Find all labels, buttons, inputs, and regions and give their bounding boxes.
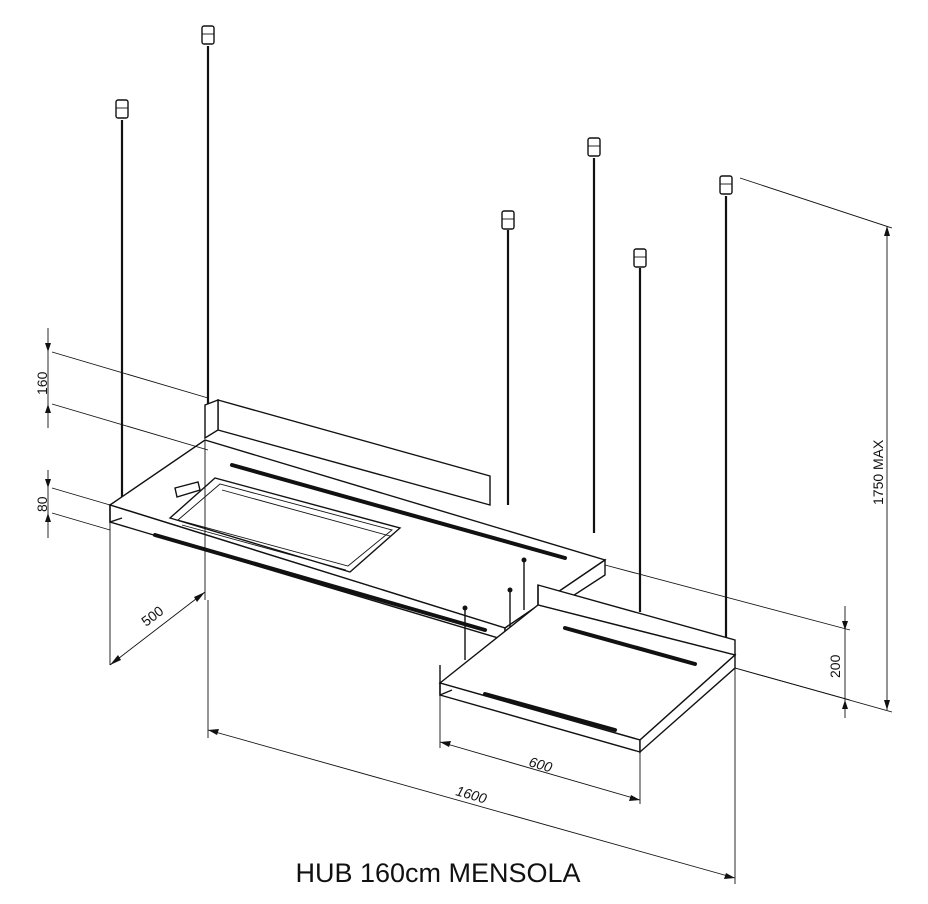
- dim-label-1600: 1600: [454, 783, 489, 807]
- shelf-body: [438, 584, 737, 754]
- dim-label-160: 160: [34, 371, 50, 395]
- dim-label-200: 200: [827, 654, 843, 678]
- dimension-lines: [45, 177, 893, 884]
- dim-label-1750-max: 1750 MAX: [870, 439, 886, 505]
- drawing-title: HUB 160cm MENSOLA: [295, 858, 581, 888]
- suspension-cables: [120, 46, 728, 640]
- dim-label-80: 80: [34, 496, 50, 512]
- dim-label-600: 600: [527, 754, 554, 776]
- ceiling-caps: [115, 25, 733, 268]
- dim-label-500: 500: [138, 602, 166, 629]
- hood-body: [108, 398, 607, 642]
